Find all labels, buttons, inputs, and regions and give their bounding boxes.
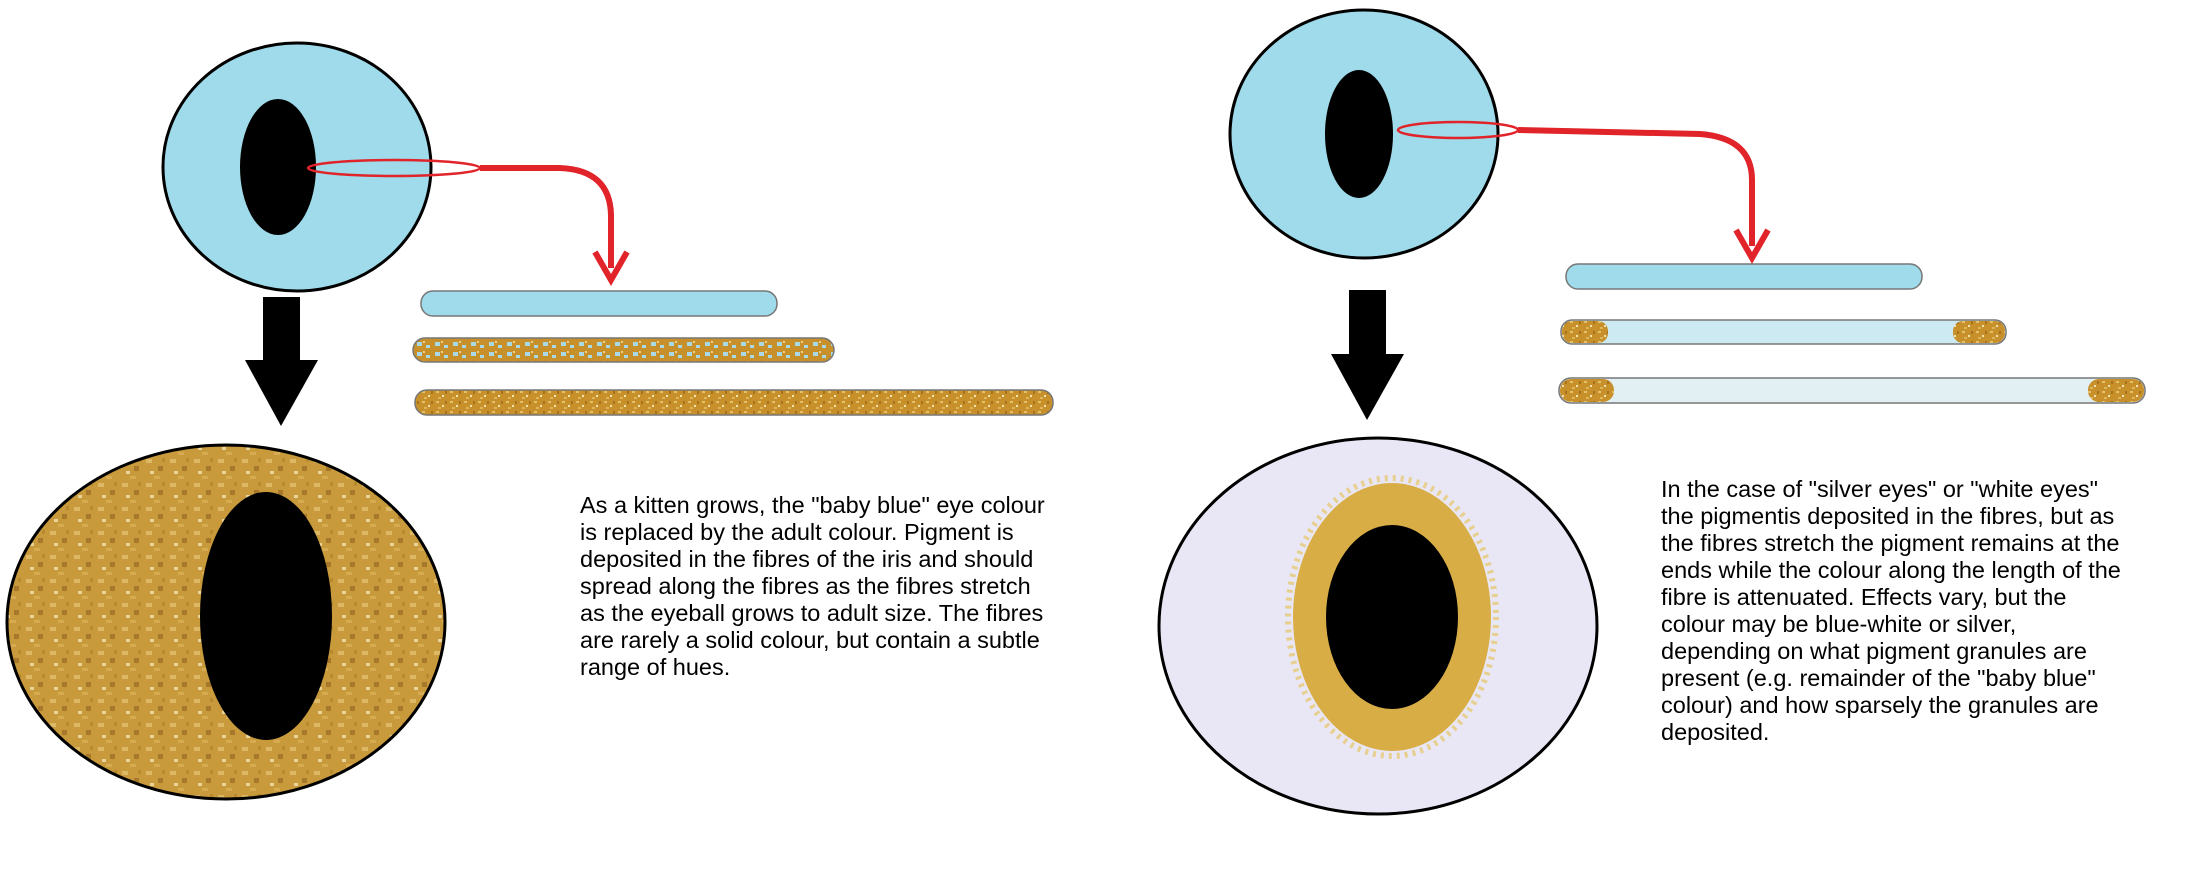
caption-line: deposited. (1661, 719, 1770, 745)
caption-adult-colour: As a kitten grows, the "baby blue" eye c… (580, 492, 1045, 681)
caption-line: is replaced by the adult colour. Pigment… (580, 519, 1014, 545)
caption-line: range of hues. (580, 654, 731, 680)
red-arrow-icon (480, 165, 630, 287)
caption-silver-eyes: In the case of "silver eyes" or "white e… (1661, 476, 2121, 746)
caption-line: colour may be blue-white or silver, (1661, 611, 2017, 637)
fibre-baby-blue-right (1565, 263, 1923, 290)
kitten-pupil (240, 99, 316, 235)
red-arrow-icon-right (1517, 127, 1771, 265)
adult-pupil (200, 492, 332, 740)
caption-line: As a kitten grows, the "baby blue" eye c… (580, 492, 1045, 518)
fibre-partial-pigment (412, 337, 835, 363)
caption-line: as the eyeball grows to adult size. The … (580, 600, 1044, 626)
kitten-eye (161, 41, 433, 293)
caption-line: In the case of "silver eyes" or "white e… (1661, 476, 2098, 502)
caption-line: depending on what pigment granules are (1661, 638, 2087, 664)
down-arrow-icon (245, 297, 318, 426)
caption-line: ends while the colour along the length o… (1661, 557, 2121, 583)
adult-gold-eye (5, 443, 447, 801)
caption-line: present (e.g. remainder of the "baby blu… (1661, 665, 2096, 691)
kitten-eye-right (1228, 8, 1500, 260)
fibre-highlight-ellipse-right (1396, 120, 1520, 140)
fibre-stretched-ends (1560, 319, 2007, 345)
adult-silver-eye (1157, 436, 1599, 816)
down-arrow-icon-right (1331, 290, 1404, 420)
caption-line: the fibres stretch the pigment remains a… (1661, 530, 2120, 556)
kitten-pupil-right (1325, 70, 1393, 198)
caption-line: fibre is attenuated. Effects vary, but t… (1661, 584, 2067, 610)
caption-line: colour) and how sparsely the granules ar… (1661, 692, 2099, 718)
caption-line: deposited in the fibres of the iris and … (580, 546, 1034, 572)
fibre-full-pigment (414, 389, 1054, 416)
fibre-baby-blue (420, 290, 778, 317)
caption-line: the pigmentis deposited in the fibres, b… (1661, 503, 2115, 529)
caption-line: are rarely a solid colour, but contain a… (580, 627, 1040, 653)
adult-pupil-right (1326, 525, 1458, 709)
fibre-fully-stretched (1558, 377, 2146, 404)
caption-line: spread along the fibres as the fibres st… (580, 573, 1031, 599)
